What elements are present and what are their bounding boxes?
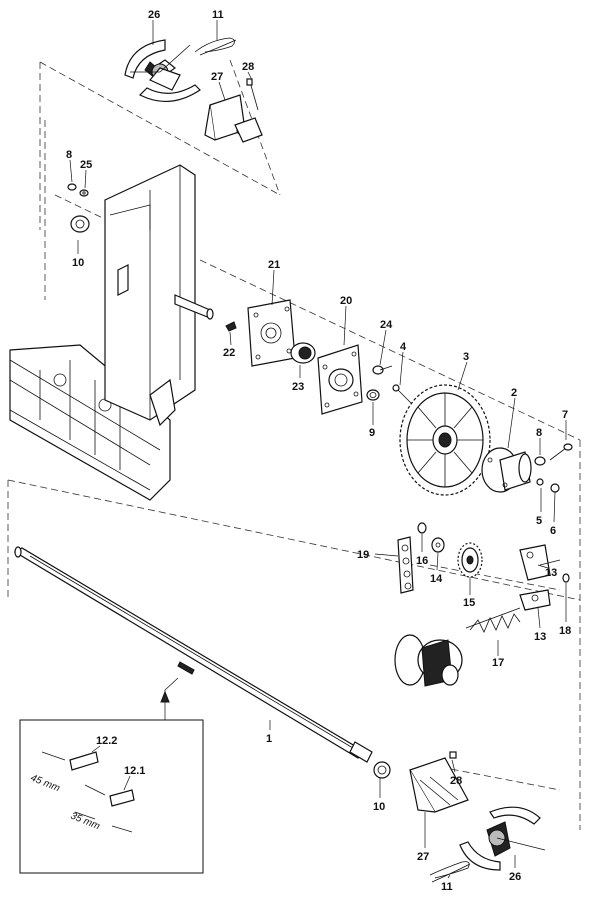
label-7: 7 (562, 409, 568, 421)
hub-2 (481, 447, 532, 493)
label-26-bottom: 26 (509, 871, 521, 883)
label-10-bottom: 10 (373, 801, 385, 813)
label-11-top: 11 (212, 9, 224, 21)
label-11-bottom: 11 (441, 881, 453, 893)
label-28-top: 28 (242, 61, 254, 73)
label-1: 1 (266, 733, 272, 745)
sprocket-15 (457, 542, 483, 578)
label-27-top: 27 (211, 71, 223, 83)
bolt-7 (549, 443, 573, 461)
label-18: 18 (559, 625, 571, 637)
label-3: 3 (463, 351, 469, 363)
washer-5 (536, 478, 544, 486)
upper-pin-28 (246, 78, 259, 111)
left-bearing-10 (70, 215, 90, 233)
label-13-upper: 13 (545, 567, 557, 579)
left-washer-25 (79, 189, 89, 197)
nut-8-right (534, 456, 546, 466)
upper-bracket-27 (204, 94, 263, 143)
tensioner-arm-13-lower (519, 589, 551, 611)
label-22: 22 (223, 347, 235, 359)
upper-clip-11 (194, 37, 237, 56)
label-8-left: 8 (66, 149, 72, 161)
key-detail-inset (19, 677, 204, 874)
label-9: 9 (369, 427, 375, 439)
circlip-18 (562, 573, 570, 583)
large-sprocket-3 (399, 384, 491, 496)
label-8-right: 8 (536, 427, 542, 439)
label-5: 5 (536, 515, 542, 527)
chain-19 (397, 536, 414, 594)
bolt-4 (392, 384, 413, 405)
label-19: 19 (357, 549, 369, 561)
label-28-bottom: 28 (450, 775, 462, 787)
bracket-27-bottom (409, 757, 469, 813)
frame-chassis (9, 164, 214, 501)
label-4: 4 (400, 341, 407, 353)
label-17: 17 (492, 657, 504, 669)
label-27-bottom: 27 (417, 851, 429, 863)
grease-nipple-22 (225, 321, 237, 332)
upper-reel-star-26 (124, 39, 201, 103)
label-6: 6 (550, 525, 556, 537)
washer-14 (431, 537, 445, 553)
pin-28-bottom (449, 751, 457, 759)
bearing-plate-21 (247, 299, 296, 367)
label-21: 21 (268, 259, 280, 271)
label-12-2: 12.2 (96, 735, 117, 747)
reel-hub-assembly (394, 634, 463, 687)
label-24: 24 (380, 319, 393, 331)
label-2: 2 (511, 387, 517, 399)
label-13-lower: 13 (534, 631, 546, 643)
label-15: 15 (463, 597, 475, 609)
clip-11-bottom (429, 861, 471, 883)
shaft-1 (13, 546, 373, 763)
reel-star-26-bottom (459, 806, 546, 871)
bolt-24 (372, 365, 393, 375)
label-23: 23 (292, 381, 304, 393)
nut-6 (550, 483, 560, 493)
spacer-9 (366, 389, 380, 401)
part-labels: 26 11 27 28 8 25 10 21 22 23 20 24 4 9 3… (66, 9, 571, 893)
label-26-top: 26 (148, 9, 160, 21)
bearing-10-bottom (373, 761, 391, 779)
label-10-left: 10 (72, 257, 84, 269)
leader-lines (69, 20, 567, 879)
tensioner-arm-13-upper (519, 544, 561, 581)
bearing-plate-20 (317, 344, 363, 415)
label-20: 20 (340, 295, 352, 307)
label-16: 16 (416, 555, 428, 567)
label-12-1: 12.1 (124, 765, 145, 777)
washer-16 (417, 522, 427, 534)
left-nut-8 (67, 183, 77, 191)
label-14: 14 (430, 573, 443, 585)
label-25: 25 (80, 159, 92, 171)
bearing-23 (290, 342, 316, 364)
spring-17 (465, 607, 521, 633)
